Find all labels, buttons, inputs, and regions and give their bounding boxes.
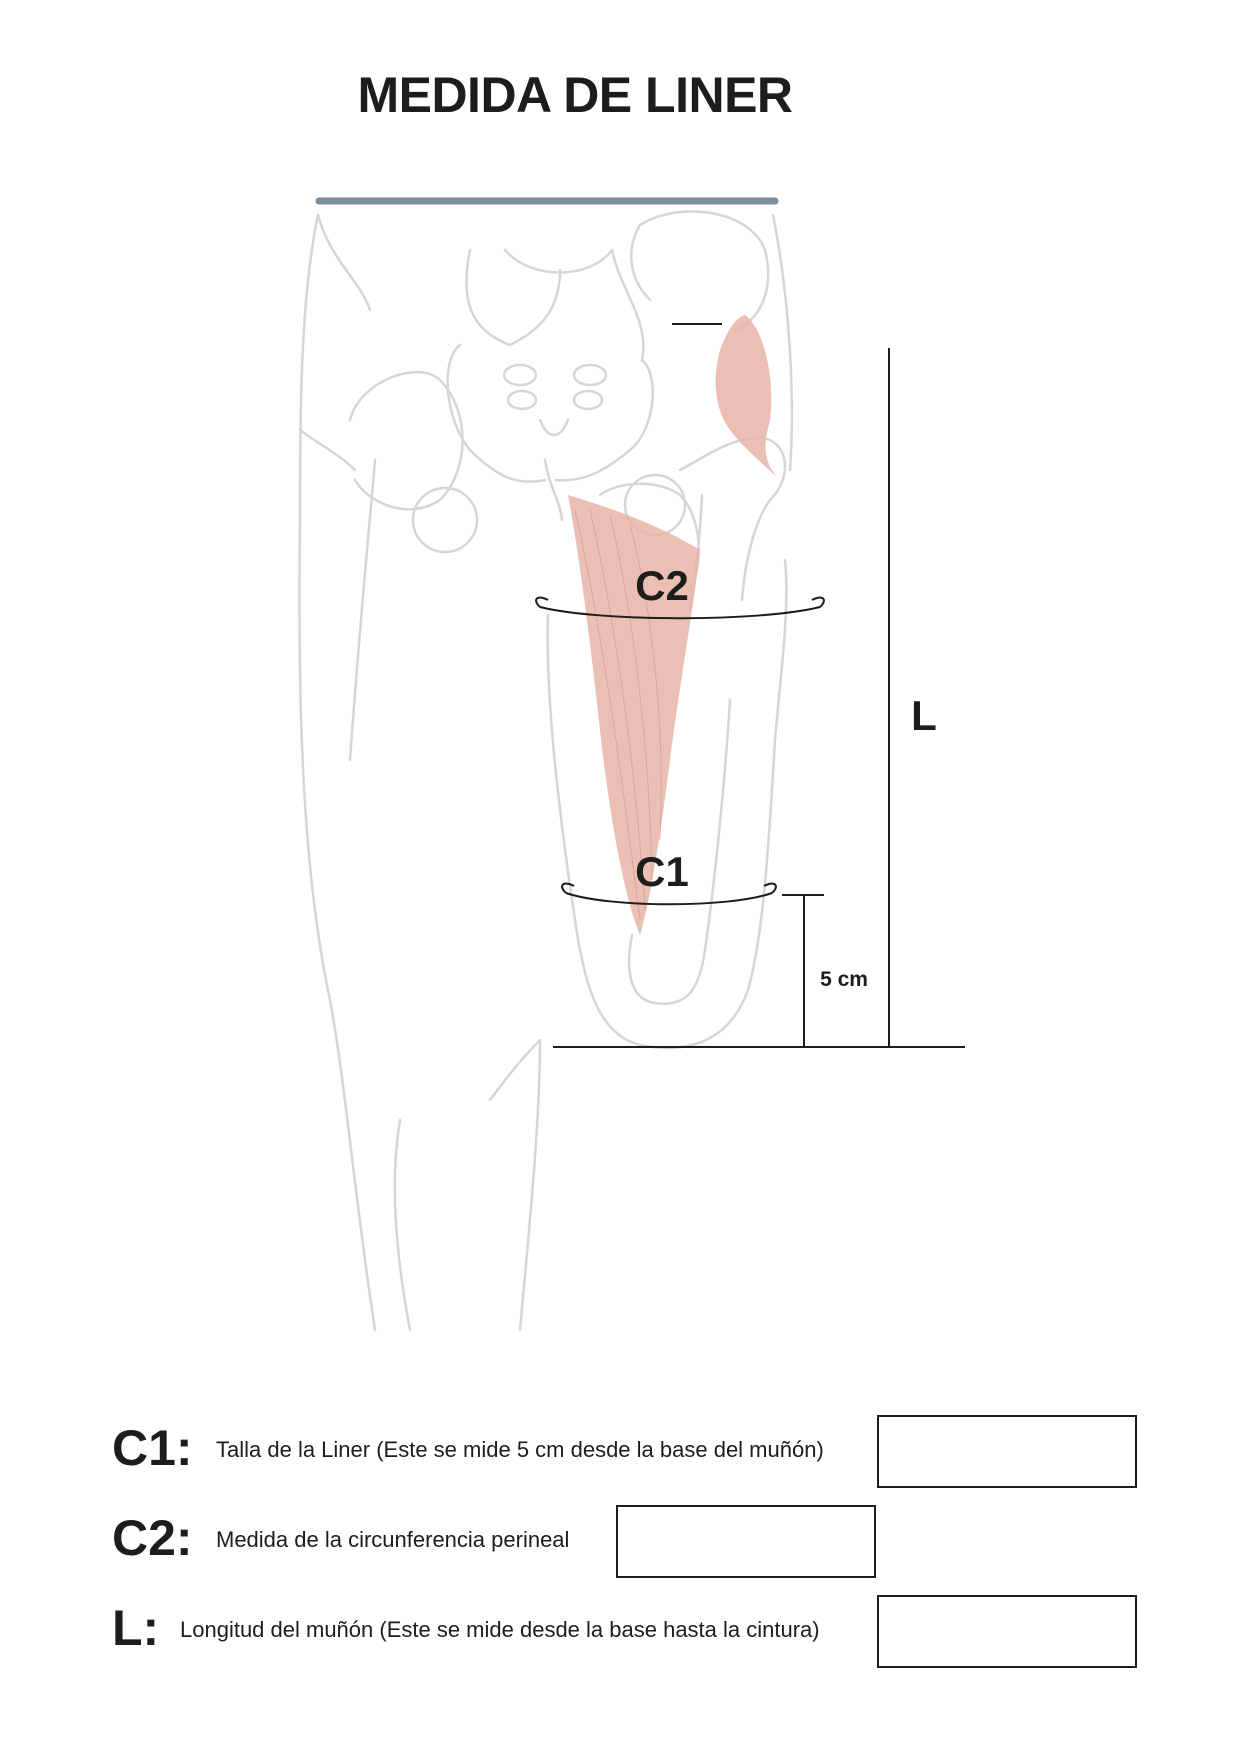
c2-input-box[interactable] (616, 1505, 876, 1578)
legend-row-c1: C1: Talla de la Liner (Este se mide 5 cm… (0, 1415, 1241, 1495)
legend-key-l: L: (112, 1600, 160, 1656)
legend-row-c2: C2: Medida de la circunferencia perineal (0, 1505, 1241, 1585)
leg-measurement-diagram: C2 C1 L 5 cm (298, 197, 965, 1332)
legend-row-l: L: Longitud del muñón (Este se mide desd… (0, 1595, 1241, 1675)
label-l: L (911, 692, 937, 739)
c1-input-box[interactable] (877, 1415, 1137, 1488)
c1-circumference-marker (561, 882, 777, 906)
legend-desc-c1: Talla de la Liner (Este se mide 5 cm des… (216, 1437, 824, 1462)
muscle-fibers (574, 509, 662, 921)
label-c2: C2 (635, 562, 689, 609)
label-5cm: 5 cm (820, 968, 868, 991)
c2-circumference-marker (535, 596, 825, 620)
l-input-box[interactable] (877, 1595, 1137, 1668)
gluteus-muscle (715, 315, 780, 480)
body-outline (298, 210, 794, 1332)
legend-desc-l: Longitud del muñón (Este se mide desde l… (180, 1617, 820, 1642)
legend-desc-c2: Medida de la circunferencia perineal (216, 1527, 570, 1552)
legend-key-c2: C2: (112, 1510, 193, 1566)
adductor-muscle (568, 495, 700, 935)
label-c1: C1 (635, 848, 689, 895)
legend-key-c1: C1: (112, 1420, 193, 1476)
page-title: MEDIDA DE LINER (357, 67, 793, 123)
